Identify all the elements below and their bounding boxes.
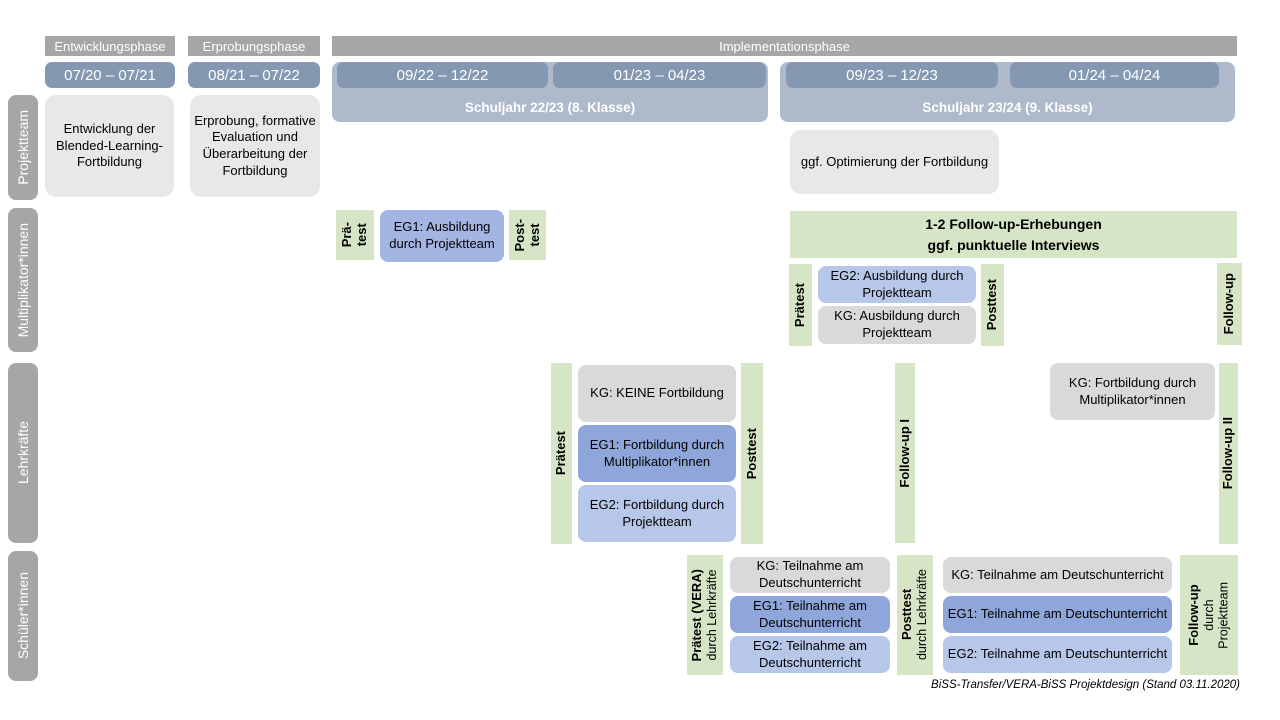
praetest2-text: Prätest (792, 282, 808, 328)
bar-posttest-multiplikator-2: Posttest (981, 264, 1004, 346)
box-kg-teilnahme-2: KG: Teilnahme am Deutschunterricht (943, 557, 1172, 593)
phase-header-entwicklungsphase: Entwicklungsphase (45, 36, 175, 56)
bar-praetest-lehrkraefte: Prätest (551, 363, 572, 544)
praetest-lehrkraefte-text: Prätest (553, 431, 569, 476)
box-eg2-ausbildung-projektteam: EG2: Ausbildung durch Projektteam (818, 266, 976, 303)
row-label-schuelerinnen-text: Schüler*innen (14, 572, 31, 660)
row-label-multiplikatorinnen: Multiplikator*innen (8, 208, 38, 352)
praetest-line2: test (354, 223, 369, 247)
date-bar-0922-1222: 09/22 – 12/22 (337, 62, 548, 88)
posttest-schueler-bold: Posttest (899, 589, 915, 641)
row-label-multiplikatorinnen-text: Multiplikator*innen (14, 222, 31, 338)
box-kg-keine-fortbildung: KG: KEINE Fortbildung (578, 365, 736, 422)
bar-followup-schueler: Follow-up durch Projektteam (1180, 555, 1238, 675)
bar-praetest-vera: Prätest (VERA) durch Lehrkräfte (687, 555, 723, 675)
followup-erhebungen-line2: ggf. punktuelle Interviews (927, 236, 1100, 253)
date-bar-0123-0423: 01/23 – 04/23 (553, 62, 766, 88)
box-eg2-teilnahme-2: EG2: Teilnahme am Deutschunterricht (943, 636, 1172, 673)
praetest-line1: Prä- (339, 222, 355, 248)
bar-praetest-multiplikator-2: Prätest (789, 264, 812, 346)
box-kg-ausbildung-projektteam: KG: Ausbildung durch Projektteam (818, 306, 976, 344)
bar-followup-1: Follow-up I (895, 363, 915, 543)
date-bar-0124-0424: 01/24 – 04/24 (1010, 62, 1219, 88)
posttest-line2: test (526, 223, 542, 247)
box-erprobung-evaluation: Erprobung, formative Evaluation und Über… (190, 95, 320, 197)
box-kg-fortbildung-multiplikatorinnen: KG: Fortbildung durch Multiplikator*inne… (1050, 363, 1215, 420)
box-eg2-teilnahme-1: EG2: Teilnahme am Deutschunterricht (730, 636, 890, 673)
box-eg1-fortbildung-multiplikatorinnen: EG1: Fortbildung durch Multiplikator*inn… (578, 425, 736, 482)
followup-erhebungen-line1: 1-2 Follow-up-Erhebungen (925, 216, 1102, 233)
bar-followup-multiplikator: Follow-up (1217, 263, 1242, 345)
phase-header-implementationsphase: Implementationsphase (332, 36, 1237, 56)
posttest2-text: Posttest (984, 279, 1000, 331)
box-optimierung-fortbildung: ggf. Optimierung der Fortbildung (790, 130, 999, 194)
praetest-vera-sub: durch Lehrkräfte (705, 569, 720, 661)
box-eg1-teilnahme-2: EG1: Teilnahme am Deutschunterricht (943, 596, 1172, 633)
bar-praetest-multiplikator-1: Prä- test (336, 210, 374, 260)
box-eg1-ausbildung-projektteam: EG1: Ausbildung durch Projektteam (380, 210, 504, 262)
row-label-schuelerinnen: Schüler*innen (8, 551, 38, 681)
date-bar-0720-0721: 07/20 – 07/21 (45, 62, 175, 88)
date-bar-0821-0722: 08/21 – 07/22 (188, 62, 320, 88)
box-eg1-teilnahme-1: EG1: Teilnahme am Deutschunterricht (730, 596, 890, 633)
praetest-vera-bold: Prätest (VERA) (689, 568, 705, 662)
bar-posttest-multiplikator-1: Post- test (509, 210, 546, 260)
date-bar-0923-1223: 09/23 – 12/23 (786, 62, 998, 88)
diagram-caption: BiSS-Transfer/VERA-BiSS Projektdesign (S… (931, 679, 1240, 691)
bar-posttest-lehrkraefte: Posttest (741, 363, 763, 544)
posttest-lehrkraefte-text: Posttest (743, 427, 759, 480)
bar-followup-2: Follow-up II (1219, 363, 1238, 544)
row-label-projektteam: Projektteam (8, 95, 38, 200)
followup-schueler-bold: Follow-up (1186, 584, 1202, 646)
followup-schueler-sub1: durch (1202, 599, 1217, 631)
box-eg2-fortbildung-projektteam: EG2: Fortbildung durch Projektteam (578, 485, 736, 542)
box-entwicklung-fortbildung: Entwicklung der Blended-Learning-Fortbil… (45, 95, 174, 197)
box-followup-erhebungen: 1-2 Follow-up-Erhebungen ggf. punktuelle… (790, 211, 1237, 258)
row-label-lehrkraefte: Lehrkräfte (8, 363, 38, 543)
box-kg-teilnahme-1: KG: Teilnahme am Deutschunterricht (730, 557, 890, 593)
posttest-schueler-sub: durch Lehrkräfte (915, 569, 930, 661)
row-label-projektteam-text: Projektteam (14, 110, 31, 185)
posttest-line1: Post- (511, 218, 527, 252)
followup-schueler-sub2: Projektteam (1216, 581, 1231, 649)
row-label-lehrkraefte-text: Lehrkräfte (14, 421, 31, 485)
bar-posttest-schueler: Posttest durch Lehrkräfte (897, 555, 933, 675)
followup-2-text: Follow-up II (1220, 417, 1236, 490)
phase-header-erprobungsphase: Erprobungsphase (188, 36, 320, 56)
followup-1-text: Follow-up I (896, 418, 912, 488)
followup-multiplikator-text: Follow-up (1221, 273, 1237, 335)
